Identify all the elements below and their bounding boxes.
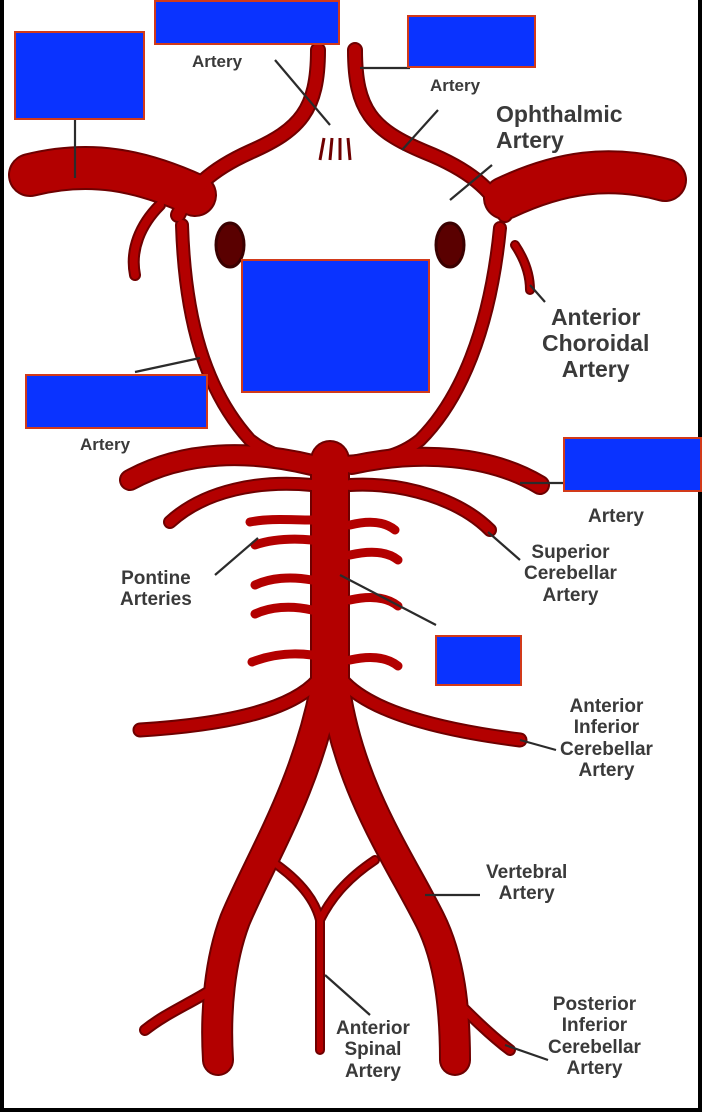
label-artery-top-right: Artery	[430, 76, 481, 95]
label-anterior-spinal-artery: Anterior Spinal Artery	[336, 1018, 410, 1082]
hidden-label-box-5[interactable]	[25, 374, 208, 429]
label-artery-mid-left: Artery	[80, 435, 131, 454]
hidden-label-box-3[interactable]	[407, 15, 536, 68]
label-vertebral-artery: Vertebral Artery	[486, 862, 568, 905]
leader-lines	[73, 59, 563, 1062]
hidden-label-box-7[interactable]	[435, 635, 522, 686]
left-internal-carotid-cut	[214, 221, 246, 269]
hidden-label-box-2[interactable]	[154, 0, 340, 45]
label-posterior-inferior-cerebellar-artery: Posterior Inferior Cerebellar Artery	[548, 994, 641, 1079]
right-internal-carotid-cut	[434, 221, 466, 269]
label-ophthalmic-artery: Ophthalmic Artery	[496, 101, 623, 153]
label-superior-cerebellar-artery: Superior Cerebellar Artery	[524, 542, 617, 606]
label-anterior-inferior-cerebellar-artery: Anterior Inferior Cerebellar Artery	[560, 696, 653, 781]
hidden-label-box-4[interactable]	[241, 259, 430, 393]
pontine-arteries	[245, 515, 403, 671]
label-anterior-choroidal-artery: Anterior Choroidal Artery	[542, 304, 650, 382]
label-artery-top-left: Artery	[192, 52, 243, 71]
arterial-tree	[8, 42, 687, 1076]
hidden-label-box-1[interactable]	[14, 31, 145, 120]
anterior-communicating-artery	[318, 137, 352, 161]
label-artery-mid-right: Artery	[588, 506, 644, 527]
hidden-label-box-6[interactable]	[563, 437, 702, 492]
label-pontine-arteries: Pontine Arteries	[120, 568, 192, 611]
